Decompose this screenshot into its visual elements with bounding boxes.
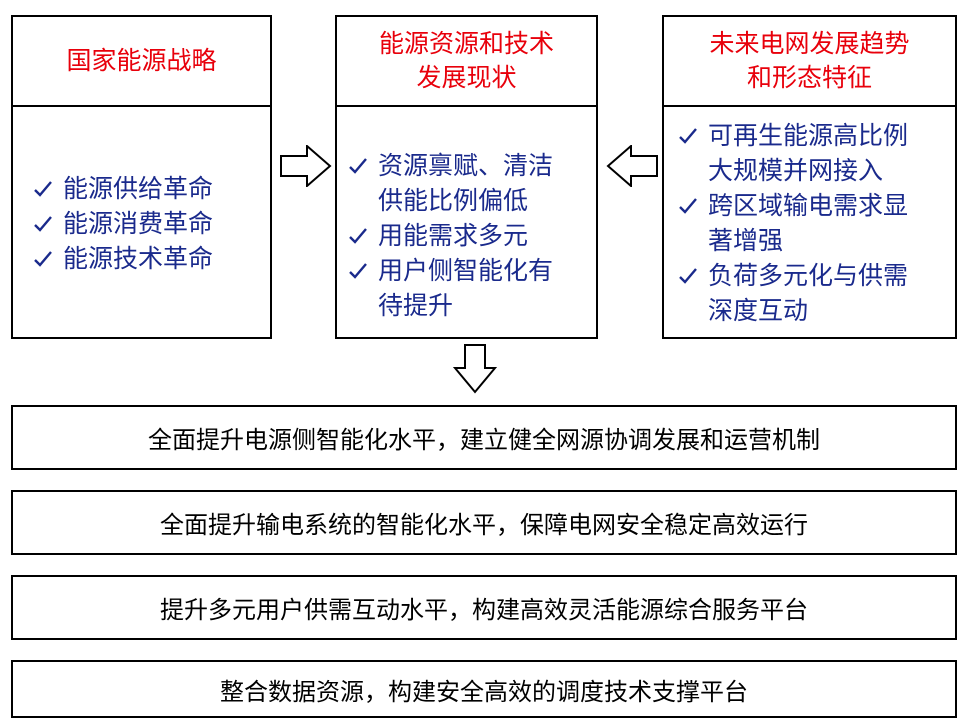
check-icon (678, 258, 702, 293)
item-text: 用户侧智能化有 待提升 (378, 256, 554, 320)
check-icon (348, 218, 372, 253)
item-text: 用能需求多元 (378, 221, 529, 250)
list-item: 用户侧智能化有 待提升 (348, 253, 596, 323)
panel-body: 资源禀赋、清洁 供能比例偏低 用能需求多元 用户侧智能化有 待提升 (337, 107, 596, 337)
item-list: 可再生能源高比例 大规模并网接入 跨区域输电需求显 著增强 负荷多元化与供需 深… (678, 118, 955, 328)
list-item: 用能需求多元 (348, 218, 596, 253)
check-icon (348, 148, 372, 183)
list-item: 能源消费革命 (33, 206, 270, 241)
item-text: 负荷多元化与供需 深度互动 (708, 261, 909, 325)
list-item: 可再生能源高比例 大规模并网接入 (678, 118, 955, 188)
check-icon (678, 188, 702, 223)
check-icon (348, 253, 372, 288)
action-text: 整合数据资源，构建安全高效的调度技术支撑平台 (220, 677, 748, 706)
check-icon (678, 118, 702, 153)
check-icon (33, 171, 57, 206)
item-text: 能源消费革命 (63, 209, 214, 238)
panel-resource-status: 能源资源和技术 发展现状 资源禀赋、清洁 供能比例偏低 用能需求多元 用户侧智能… (335, 15, 598, 339)
panel-title: 国家能源战略 (66, 46, 217, 75)
panel-title: 未来电网发展趋势 和形态特征 (709, 29, 910, 92)
list-item: 跨区域输电需求显 著增强 (678, 188, 955, 258)
list-item: 负荷多元化与供需 深度互动 (678, 258, 955, 328)
panel-header: 国家能源战略 (13, 17, 270, 107)
panel-body: 能源供给革命 能源消费革命 能源技术革命 (13, 107, 270, 337)
action-text: 全面提升电源侧智能化水平，建立健全网源协调发展和运营机制 (148, 426, 820, 454)
check-icon (33, 241, 57, 276)
item-text: 跨区域输电需求显 著增强 (708, 191, 909, 255)
action-text: 全面提升输电系统的智能化水平，保障电网安全稳定高效运行 (160, 511, 808, 539)
list-item: 资源禀赋、清洁 供能比例偏低 (348, 148, 596, 218)
item-text: 能源供给革命 (63, 174, 214, 203)
check-icon (33, 206, 57, 241)
panel-national-strategy: 国家能源战略 能源供给革命 能源消费革命 能源技术革命 (11, 15, 272, 339)
action-text: 提升多元用户供需互动水平，构建高效灵活能源综合服务平台 (160, 596, 808, 624)
action-box: 全面提升输电系统的智能化水平，保障电网安全稳定高效运行 (11, 490, 957, 555)
list-item: 能源供给革命 (33, 171, 270, 206)
panel-header: 未来电网发展趋势 和形态特征 (664, 17, 955, 107)
list-item: 能源技术革命 (33, 241, 270, 276)
panel-title: 能源资源和技术 发展现状 (378, 29, 554, 92)
item-text: 能源技术革命 (63, 244, 214, 273)
arrow-down-icon (453, 344, 497, 394)
item-text: 资源禀赋、清洁 供能比例偏低 (378, 151, 554, 215)
item-list: 能源供给革命 能源消费革命 能源技术革命 (33, 171, 270, 276)
action-box: 全面提升电源侧智能化水平，建立健全网源协调发展和运营机制 (11, 405, 957, 470)
panel-body: 可再生能源高比例 大规模并网接入 跨区域输电需求显 著增强 负荷多元化与供需 深… (664, 107, 955, 337)
arrow-left-icon (606, 145, 658, 187)
action-box: 提升多元用户供需互动水平，构建高效灵活能源综合服务平台 (11, 575, 957, 640)
panel-grid-trends: 未来电网发展趋势 和形态特征 可再生能源高比例 大规模并网接入 跨区域输电需求显… (662, 15, 957, 339)
item-list: 资源禀赋、清洁 供能比例偏低 用能需求多元 用户侧智能化有 待提升 (348, 148, 596, 323)
arrow-right-icon (280, 145, 332, 187)
panel-header: 能源资源和技术 发展现状 (337, 17, 596, 107)
item-text: 可再生能源高比例 大规模并网接入 (708, 121, 909, 185)
action-box: 整合数据资源，构建安全高效的调度技术支撑平台 (11, 660, 957, 718)
